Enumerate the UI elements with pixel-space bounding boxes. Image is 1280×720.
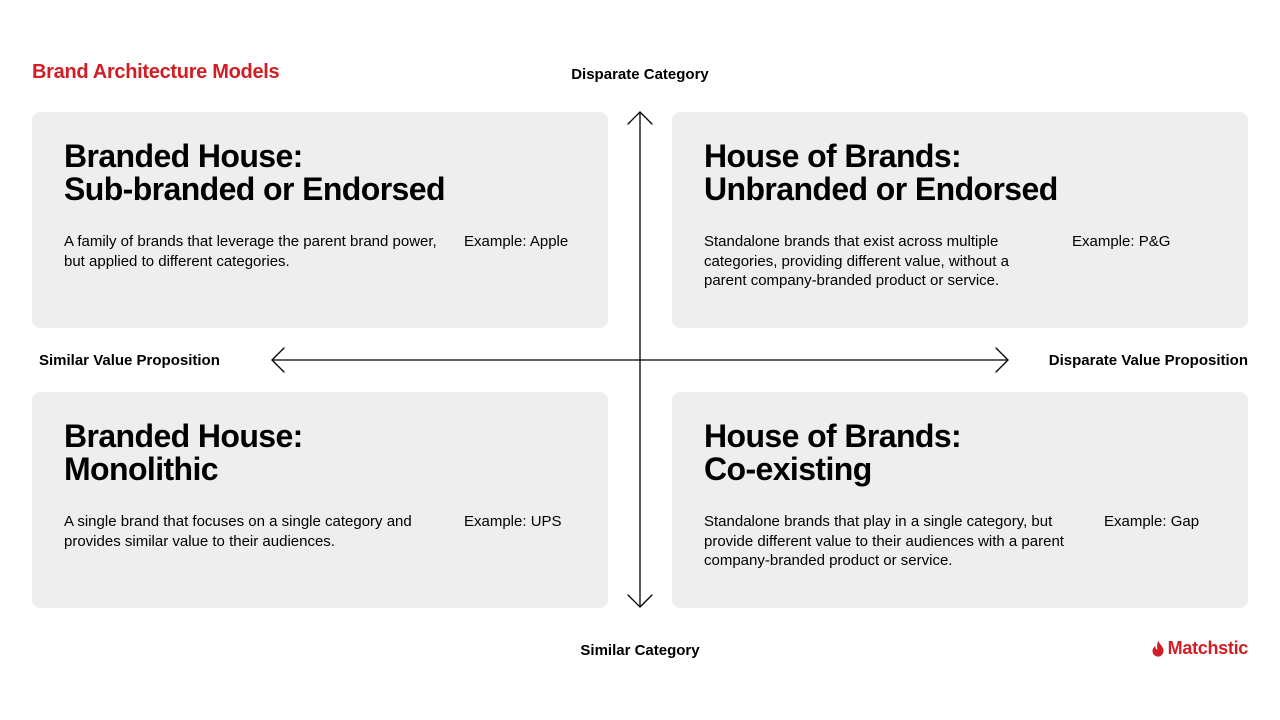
quadrant-top-right: House of Brands: Unbranded or Endorsed S…: [672, 112, 1248, 328]
quadrant-bottom-left: Branded House: Monolithic A single brand…: [32, 392, 608, 608]
quadrant-example: Example: Apple: [464, 233, 569, 250]
quadrant-title-line-2: Co-existing: [704, 451, 872, 487]
quadrant-title: Branded House: Sub-branded or Endorsed: [64, 140, 584, 206]
arrow-left-icon: [271, 347, 285, 373]
page-title: Brand Architecture Models: [32, 61, 280, 83]
logo-wordmark: Matchstic: [1167, 638, 1249, 658]
arrow-down-icon: [627, 594, 653, 608]
quadrant-description: A family of brands that leverage the par…: [64, 233, 437, 270]
axis-label-bottom: Similar Category: [580, 642, 700, 659]
quadrant-top-left: Branded House: Sub-branded or Endorsed A…: [32, 112, 608, 328]
quadrant-title: House of Brands: Unbranded or Endorsed: [704, 140, 1224, 206]
brand-logo: Matchstic: [1152, 638, 1248, 659]
quadrant-title: House of Brands: Co-existing: [704, 420, 1224, 486]
quadrant-title-line-1: Branded House:: [64, 138, 303, 174]
quadrant-title-line-2: Unbranded or Endorsed: [704, 171, 1058, 207]
quadrant-bottom-right: House of Brands: Co-existing Standalone …: [672, 392, 1248, 608]
quadrant-title-line-2: Sub-branded or Endorsed: [64, 171, 445, 207]
quadrant-description: Standalone brands that exist across mult…: [704, 233, 1009, 289]
quadrant-example: Example: Gap: [1104, 513, 1200, 530]
arrow-right-icon: [995, 347, 1009, 373]
axis-label-left: Similar Value Proposition: [39, 352, 220, 369]
quadrant-title: Branded House: Monolithic: [64, 420, 584, 486]
axis-label-right: Disparate Value Proposition: [1048, 352, 1248, 369]
axis-label-top: Disparate Category: [571, 66, 709, 83]
quadrant-example: Example: UPS: [464, 513, 562, 530]
quadrant-description: A single brand that focuses on a single …: [64, 513, 412, 550]
quadrant-example: Example: P&G: [1072, 233, 1171, 250]
quadrant-title-line-2: Monolithic: [64, 451, 219, 487]
arrow-up-icon: [627, 111, 653, 125]
quadrant-title-line-1: Branded House:: [64, 418, 303, 454]
quadrant-description: Standalone brands that play in a single …: [704, 513, 1064, 569]
quadrant-title-line-1: House of Brands:: [704, 138, 962, 174]
quadrant-title-line-1: House of Brands:: [704, 418, 962, 454]
flame-icon: [1152, 640, 1164, 657]
